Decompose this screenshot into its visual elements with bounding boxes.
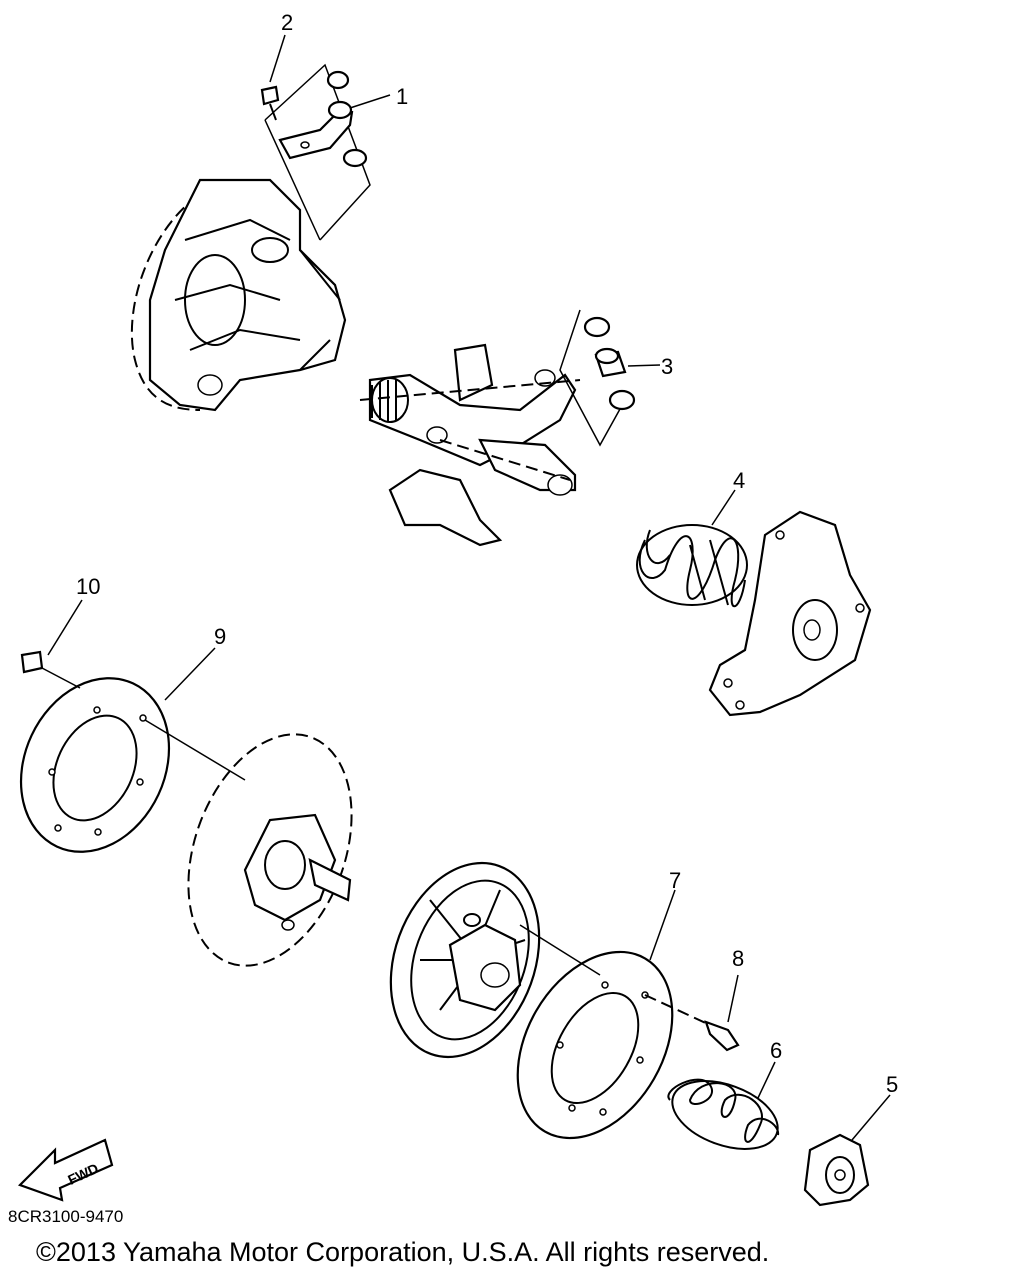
callout-7: 7	[669, 868, 681, 893]
coil-spring-upper	[636, 524, 748, 608]
large-plate-upper	[19, 650, 246, 853]
leader-lines	[47, 34, 891, 1141]
roller-group	[559, 309, 636, 447]
cap-cover	[708, 510, 872, 717]
callout-1: 1	[396, 84, 408, 109]
coil-spring-lower	[667, 1078, 780, 1150]
copyright-notice: ©2013 Yamaha Motor Corporation, U.S.A. A…	[36, 1237, 770, 1267]
spider-shaft	[359, 343, 581, 547]
callout-4: 4	[733, 468, 745, 493]
fixed-sheave	[130, 178, 347, 412]
fwd-arrow-icon: FWD	[17, 1138, 114, 1202]
diagram-code: 8CR3100-9470	[8, 1207, 124, 1226]
callout-8: 8	[732, 946, 744, 971]
callout-3: 3	[661, 354, 673, 379]
bolt-lower	[704, 1020, 740, 1052]
large-plate-lower	[516, 924, 711, 1140]
callout-6: 6	[770, 1038, 782, 1063]
callout-9: 9	[214, 624, 226, 649]
callout-labels: 1 2 3 4 5 6 7 8 9 10	[76, 10, 898, 1097]
callout-2: 2	[281, 10, 293, 35]
weight-arm-group	[260, 63, 371, 241]
sliding-sheave	[187, 733, 353, 967]
movable-sheave	[389, 861, 541, 1059]
callout-10: 10	[76, 574, 100, 599]
small-bracket	[803, 1133, 870, 1207]
callout-5: 5	[886, 1072, 898, 1097]
